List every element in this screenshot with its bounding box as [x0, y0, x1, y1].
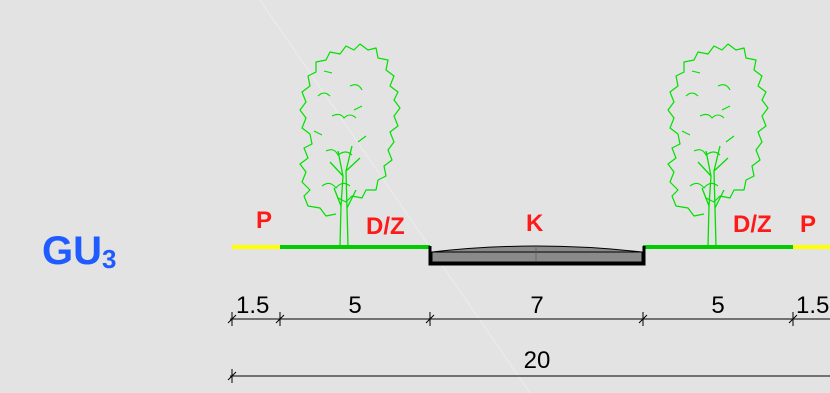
- zone-label-carriageway: K: [526, 210, 544, 237]
- section-title: GU3: [42, 229, 116, 274]
- zone-label-green-right: D/Z: [733, 211, 772, 238]
- road-section-icon: [428, 245, 646, 266]
- width-label-carriageway: 7: [530, 292, 543, 319]
- background-streak: [259, 0, 531, 393]
- zone-label-green-left: D/Z: [366, 213, 405, 240]
- zone-label-pedestrian-right: P: [800, 211, 816, 238]
- zone-label-pedestrian-left: P: [256, 207, 272, 234]
- width-label-green-right: 5: [711, 292, 724, 319]
- width-label-green-left: 5: [348, 292, 361, 319]
- width-label-pedestrian-left: 1.5: [236, 292, 269, 319]
- section-title-main: GU: [42, 229, 102, 273]
- total-dimension-line: [227, 369, 830, 383]
- segment-dimension-line: [227, 312, 830, 326]
- width-label-pedestrian-right: 1.5: [796, 292, 829, 319]
- section-title-subscript: 3: [102, 244, 116, 274]
- total-width-label: 20: [524, 347, 551, 374]
